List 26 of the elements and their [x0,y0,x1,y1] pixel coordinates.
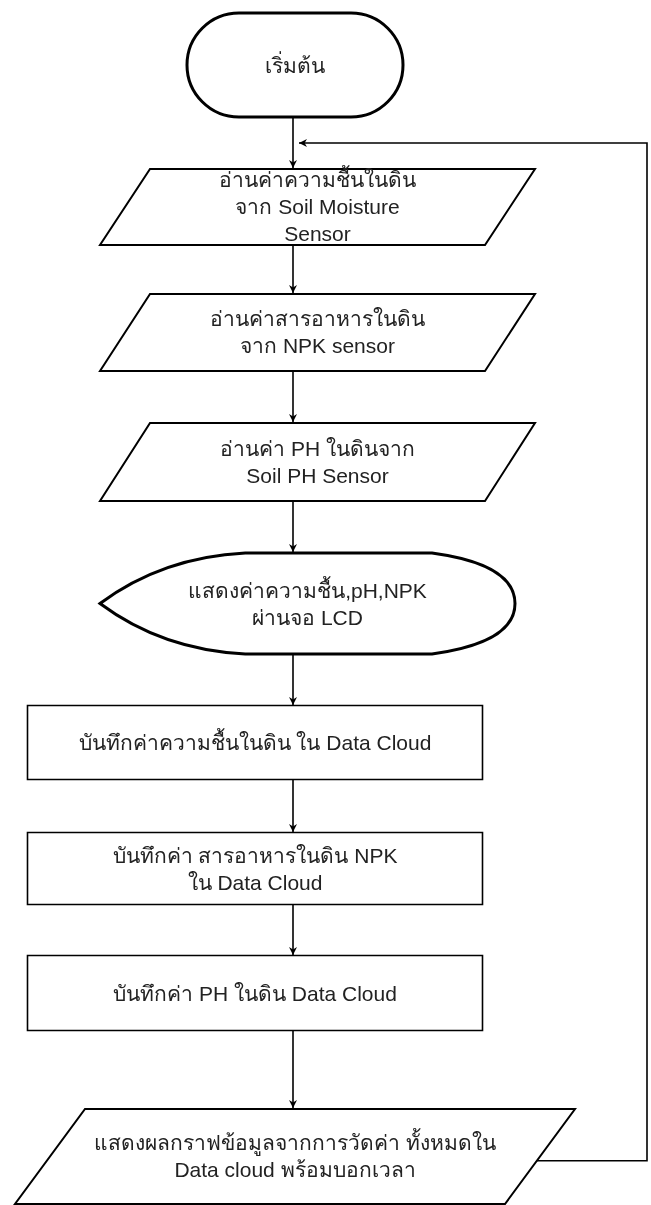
step-label: บันทึกค่า PH ในดิน Data Cloud [112,980,398,1007]
step-label: บันทึกค่า สารอาหารในดิน NPK ใน Data Cloud [111,842,399,896]
step-label: อ่านค่า PH ในดินจาก Soil PH Sensor [219,435,416,489]
arrow [289,904,297,956]
start-terminator [185,11,405,119]
step-label: อ่านค่าสารอาหารในดินจาก NPK sensor [209,306,426,359]
arrow [298,139,648,1162]
arrow [289,117,297,169]
step-label: อ่านค่าความชื้นในดินจาก Soil Moisture Sensor [202,166,433,247]
process-box [26,704,484,781]
arrow [289,1030,297,1109]
process-box [26,954,484,1032]
arrow [289,370,297,423]
input-output-parallelogram [98,422,537,502]
arrow [289,244,297,294]
input-output-parallelogram [98,293,537,372]
arrow [289,654,297,706]
process-box [26,831,484,906]
input-output-parallelogram [13,1108,577,1205]
arrow [289,500,297,553]
step-label: แสดงผลกราฟข้อมูลจากการวัดค่า ทั้งหมดใน Data cloud พร้อมบอกเวลา [85,1129,505,1183]
display-shape [98,551,517,656]
step-label: แสดงค่าความชื้น,pH,NPK ผ่านจอ LCD [187,576,428,631]
step-label: เริ่มต้น [264,51,326,79]
arrow [289,779,297,833]
step-label: บันทึกค่าความชื้นในดิน ใน Data Cloud [35,729,475,756]
